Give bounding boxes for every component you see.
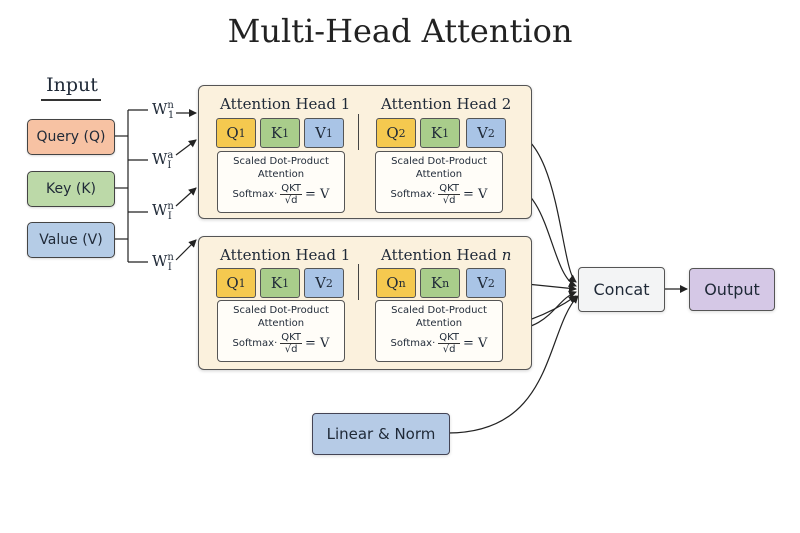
panel1-divider	[358, 114, 360, 150]
panel1-head2-title: Attention Head 2	[381, 95, 512, 113]
concat-box: Concat	[578, 267, 665, 312]
panel2-headn-sdpa: Scaled Dot-Product Attention Softmax·QKT…	[375, 300, 503, 362]
output-box: Output	[689, 268, 775, 311]
panel1-head1-title: Attention Head 1	[220, 95, 351, 113]
panel2-divider	[358, 264, 360, 300]
panel1-head1-sdpa: Scaled Dot-Product Attention Softmax·QKT…	[217, 151, 345, 213]
panel2-headn-title: Attention Head n	[381, 246, 512, 264]
weight-arrow-3	[175, 187, 197, 207]
weight-label-2: WaI	[152, 150, 174, 171]
panel1-head2-sdpa: Scaled Dot-Product Attention Softmax·QKT…	[375, 151, 503, 213]
weight-arrow-4	[175, 239, 197, 261]
input-underline	[41, 99, 101, 101]
panel2-head1-title: Attention Head 1	[220, 246, 351, 264]
weight-label-4: WnI	[152, 252, 174, 273]
key-box: Key (K)	[27, 171, 115, 207]
linear-norm-box: Linear & Norm	[312, 413, 450, 455]
weight-arrow-2	[175, 139, 197, 156]
value-box: Value (V)	[27, 222, 115, 258]
weight-label-1: Wn1	[152, 100, 175, 121]
query-box: Query (Q)	[27, 119, 115, 155]
linear-norm-to-concat	[447, 295, 579, 434]
panel2-head1-sdpa: Scaled Dot-Product Attention Softmax·QKT…	[217, 300, 345, 362]
page-title: Multi-Head Attention	[227, 12, 573, 50]
input-label: Input	[46, 74, 98, 96]
weight-label-3: WnI	[152, 201, 174, 222]
